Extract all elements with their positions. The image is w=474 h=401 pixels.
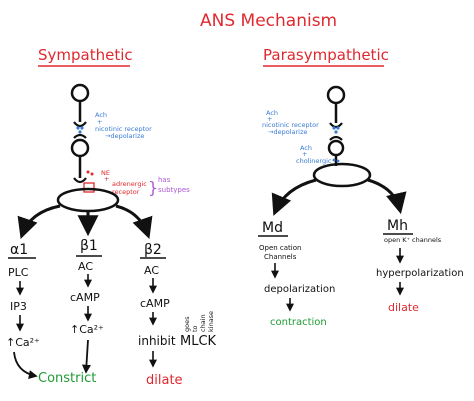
ach-note: Ach <box>95 111 107 119</box>
mh-effect: hyperpolarization <box>376 268 464 279</box>
sympathetic-heading: Sympathetic <box>38 46 133 64</box>
alpha1-step-plc: PLC <box>8 266 29 279</box>
alpha1-outcome-constrict: Constrict <box>38 371 96 386</box>
cholinergic-note: + <box>302 150 307 158</box>
parasympathetic-branch-arrows <box>271 178 407 216</box>
ne-note: adrenergic <box>112 180 147 188</box>
mlck-side-note-word: chain <box>199 314 207 332</box>
cholinergic-note: cholinergic <box>296 157 332 165</box>
subtypes-note: has <box>158 176 171 184</box>
md-receptor: Md <box>262 220 283 236</box>
md-channel-note: Open cation <box>259 244 301 252</box>
constrict-arrow <box>13 351 38 379</box>
beta1-receptor: β1 <box>80 238 98 254</box>
mlck-side-note-word: goes <box>183 316 191 332</box>
ne-note: NE <box>101 169 110 177</box>
ach-vesicles <box>332 126 340 134</box>
md-outcome-contraction: contraction <box>270 317 327 328</box>
beta2-receptor: β2 <box>144 242 162 258</box>
para-ach-note: nicotinic receptor <box>262 121 319 129</box>
ne-vesicles <box>86 170 94 176</box>
beta2-step-inhibit: inhibit <box>138 334 176 348</box>
para-ach-note: →depolarize <box>268 128 307 136</box>
ne-note: receptor <box>112 188 140 196</box>
ach-note: + <box>97 118 102 126</box>
parasympathetic-effector-cell <box>312 162 372 188</box>
cholinergic-vesicles <box>332 158 340 163</box>
alpha1-step-calcium: ↑Ca²⁺ <box>6 336 40 349</box>
beta1-step-calcium: ↑Ca²⁺ <box>70 323 104 336</box>
cholinergic-note: Ach <box>300 144 312 152</box>
mh-receptor: Mh <box>387 218 408 234</box>
ach-note: →depolarize <box>105 132 144 140</box>
parasympathetic-heading: Parasympathetic <box>263 46 389 64</box>
beta1-step-ac: AC <box>78 260 93 273</box>
ne-note: + <box>104 175 109 183</box>
beta2-outcome-dilate: dilate <box>146 373 183 388</box>
sympathetic-preganglionic-neuron <box>70 83 90 128</box>
subtypes-brace: } <box>148 178 158 197</box>
md-effect: depolarization <box>264 284 335 295</box>
page-title: ANS Mechanism <box>200 11 337 31</box>
beta1-step-camp: cAMP <box>70 291 100 304</box>
alpha1-receptor: α1 <box>10 242 28 258</box>
beta1-arrow-to-constrict <box>81 339 91 374</box>
beta2-step-camp: cAMP <box>140 297 170 310</box>
para-ach-note: + <box>267 115 272 123</box>
md-channel-note: Channels <box>264 253 297 261</box>
sympathetic-branch-arrows <box>17 204 153 239</box>
adrenergic-receptor-marker <box>83 182 95 193</box>
parasympathetic-preganglionic-neuron <box>326 85 346 129</box>
para-ach-note: Ach <box>266 109 278 117</box>
mlck-side-note-word: to <box>191 325 199 332</box>
mh-channel-note: open K⁺ channels <box>384 236 442 244</box>
ach-vesicles <box>76 126 84 134</box>
mlck-side-note-word: kinase <box>207 311 215 332</box>
subtypes-note: subtypes <box>158 186 190 194</box>
ach-note: nicotinic receptor <box>95 125 152 133</box>
alpha1-step-ip3: IP3 <box>10 300 27 313</box>
beta2-step-ac: AC <box>144 264 159 277</box>
beta2-step-mlck: MLCK <box>180 334 217 349</box>
mh-outcome-dilate: dilate <box>388 301 419 314</box>
mlck-side-note: goes to chain kinase <box>183 311 215 332</box>
sympathetic-postganglionic-neuron <box>70 133 90 184</box>
